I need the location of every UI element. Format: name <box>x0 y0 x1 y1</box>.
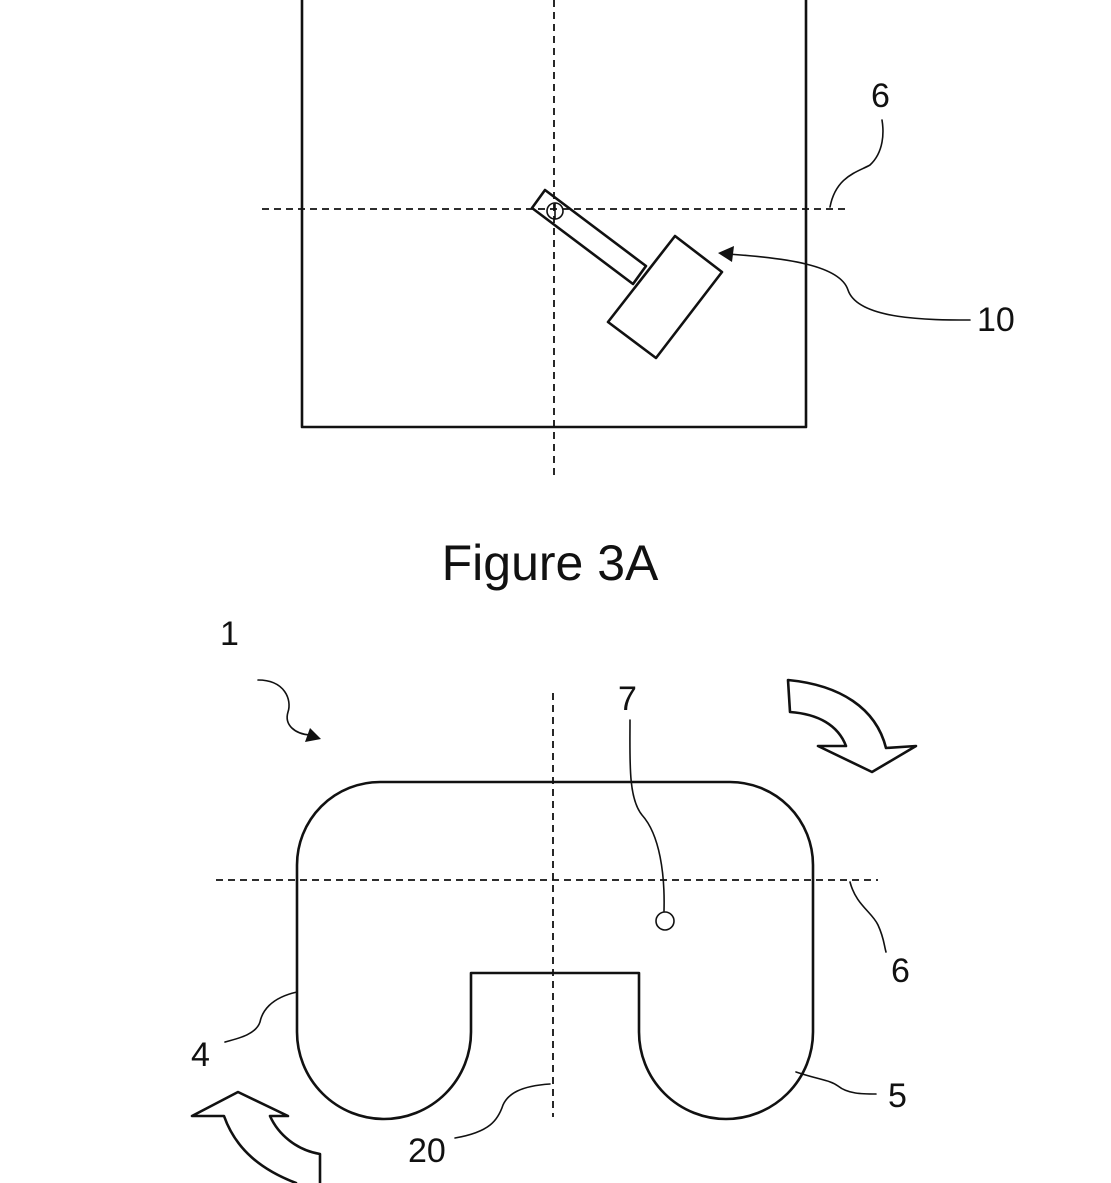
arrowhead-tool-10 <box>718 246 734 262</box>
rotation-arrow-top-right <box>786 678 918 774</box>
figure-3b: 1 7 6 4 5 20 <box>190 615 918 1183</box>
tool-arm <box>530 188 648 286</box>
point-7 <box>655 911 675 931</box>
leader-device-1 <box>257 679 311 736</box>
leader-point-7 <box>629 719 665 912</box>
rotation-arrow-bottom-left <box>190 1090 322 1183</box>
label-tool-10: 10 <box>977 301 1015 339</box>
label-side-5: 5 <box>888 1077 907 1115</box>
arrowhead-device-1 <box>305 728 321 742</box>
label-slot-20: 20 <box>408 1132 446 1170</box>
leader-side-5 <box>795 1071 877 1095</box>
leader-axis-6-top <box>829 119 884 208</box>
tool-10 <box>530 188 724 360</box>
label-axis-6-top: 6 <box>871 77 890 115</box>
label-point-7: 7 <box>618 680 637 718</box>
label-axis-6-bottom: 6 <box>891 952 910 990</box>
leader-tool-10 <box>727 253 971 321</box>
leader-slot-20 <box>454 1083 551 1139</box>
tool-head <box>606 234 724 360</box>
label-side-4: 4 <box>191 1036 210 1074</box>
leader-side-4 <box>224 991 298 1043</box>
figure-3a-caption: Figure 3A <box>442 535 659 591</box>
label-device-1: 1 <box>220 615 239 653</box>
figure-3a: 6 10 Figure 3A <box>262 0 1015 591</box>
leader-axis-6-bottom <box>849 881 887 953</box>
device-body-outline <box>295 780 815 1121</box>
